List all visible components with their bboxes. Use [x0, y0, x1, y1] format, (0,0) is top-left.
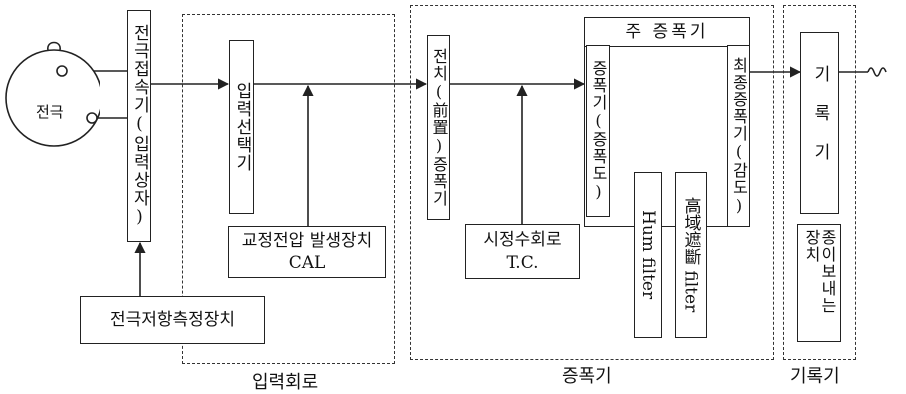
- electrode-connector-box: 전극접속기(입력상자): [127, 10, 151, 242]
- head-outline-icon: [5, 49, 100, 147]
- input-circuit-group: [182, 14, 395, 364]
- final-amp-box: 최종증폭기(감도): [727, 45, 750, 227]
- patient-head-diagram: [5, 41, 100, 147]
- amp-gain-box: 증폭기(증폭도): [586, 45, 610, 217]
- nose-icon: [47, 41, 61, 51]
- impedance-meter-box: 전극저항측정장치: [80, 296, 265, 344]
- main-amp-title: 주 증폭기: [585, 18, 749, 47]
- time-constant-box: 시정수회로 T.C.: [465, 224, 580, 279]
- recorder-group: [783, 5, 856, 360]
- recorder-box: 기록기: [800, 32, 839, 214]
- cal-generator-box: 교정전압 발생장치 CAL: [228, 226, 386, 278]
- amplifier-label: 증폭기: [562, 366, 612, 387]
- paper-feed-label: 종이보내는 장치: [802, 229, 837, 314]
- electrode-top-icon: [56, 65, 68, 77]
- head-label: 전극: [36, 103, 64, 121]
- input-selector-box: 입력선택기: [229, 40, 254, 214]
- paper-feed-box: 종이보내는 장치: [797, 224, 841, 342]
- input-circuit-label: 입력회로: [252, 372, 319, 393]
- hum-filter-box: Hum filter: [634, 172, 662, 338]
- preamp-box: 전치(前置)증폭기: [427, 35, 450, 220]
- recorder-group-label: 기록기: [790, 366, 840, 387]
- electrode-bottom-icon: [86, 112, 98, 124]
- main-amplifier-box: 주 증폭기: [584, 17, 750, 227]
- output-wave: [867, 67, 887, 77]
- amplifier-group: [410, 5, 774, 360]
- hf-filter-box: 高域遮斷 filter: [675, 172, 707, 338]
